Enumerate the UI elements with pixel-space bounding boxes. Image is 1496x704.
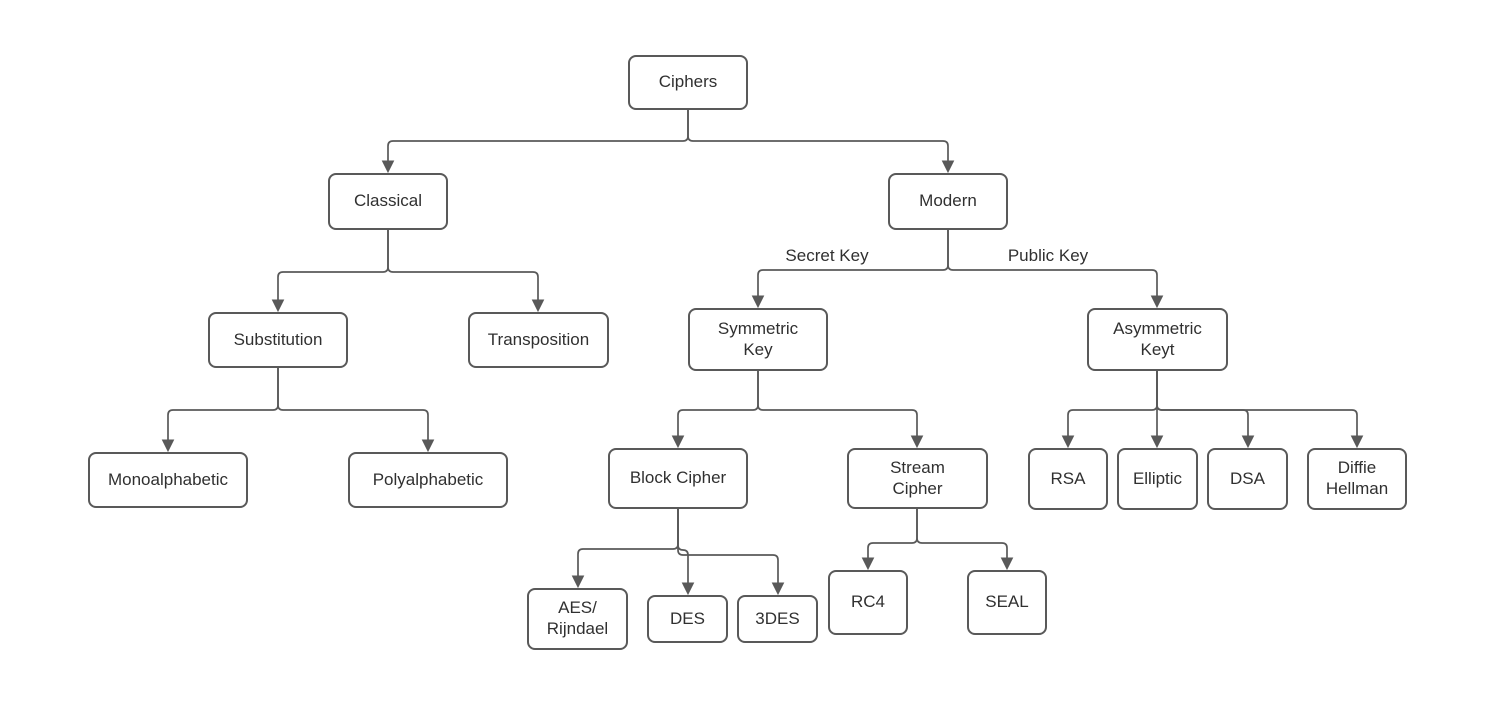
node-des: DES bbox=[647, 595, 728, 643]
edge-stream-seal bbox=[916, 509, 1014, 571]
edge-asymmetric-diffie bbox=[1156, 371, 1364, 449]
edge-modern-symmetric bbox=[751, 230, 949, 309]
arrowhead bbox=[571, 575, 585, 589]
edge-modern-asymmetric bbox=[947, 230, 1164, 309]
arrowhead bbox=[1000, 557, 1014, 571]
edge-ciphers-classical bbox=[381, 110, 689, 174]
arrowhead bbox=[271, 299, 285, 313]
node-block-cipher: Block Cipher bbox=[608, 448, 748, 509]
edge-block-aes bbox=[571, 509, 679, 589]
node-seal: SEAL bbox=[967, 570, 1047, 635]
arrowhead bbox=[531, 299, 545, 313]
arrowhead bbox=[1061, 435, 1075, 449]
node-polyalphabetic: Polyalphabetic bbox=[348, 452, 508, 508]
edge-label-secret-key: Secret Key bbox=[783, 246, 871, 266]
node-3des: 3DES bbox=[737, 595, 818, 643]
node-transposition: Transposition bbox=[468, 312, 609, 368]
node-modern: Modern bbox=[888, 173, 1008, 230]
arrowhead bbox=[751, 295, 765, 309]
node-rsa: RSA bbox=[1028, 448, 1108, 510]
edge-label-public-key: Public Key bbox=[1005, 246, 1091, 266]
edge-ciphers-modern bbox=[687, 110, 955, 174]
node-substitution: Substitution bbox=[208, 312, 348, 368]
arrowhead bbox=[941, 160, 955, 174]
node-diffie-hellman: Diffie Hellman bbox=[1307, 448, 1407, 510]
arrowhead bbox=[161, 439, 175, 453]
edge-substitution-polyalphabetic bbox=[277, 368, 435, 453]
node-aes-rijndael: AES/ Rijndael bbox=[527, 588, 628, 650]
edge-substitution-monoalphabetic bbox=[161, 368, 279, 453]
edge-stream-rc4 bbox=[861, 509, 918, 571]
node-asymmetric-keyt: Asymmetric Keyt bbox=[1087, 308, 1228, 371]
edge-block-3des bbox=[677, 509, 785, 596]
arrowhead bbox=[1350, 435, 1364, 449]
arrowhead bbox=[1241, 435, 1255, 449]
arrowhead bbox=[681, 582, 695, 596]
node-rc4: RC4 bbox=[828, 570, 908, 635]
node-ciphers: Ciphers bbox=[628, 55, 748, 110]
arrowhead bbox=[771, 582, 785, 596]
node-classical: Classical bbox=[328, 173, 448, 230]
edge-symmetric-block bbox=[671, 371, 759, 449]
arrowhead bbox=[671, 435, 685, 449]
node-dsa: DSA bbox=[1207, 448, 1288, 510]
arrowhead bbox=[1150, 295, 1164, 309]
arrowhead bbox=[861, 557, 875, 571]
arrowhead bbox=[1150, 435, 1164, 449]
node-symmetric-key: Symmetric Key bbox=[688, 308, 828, 371]
edge-classical-substitution bbox=[271, 230, 389, 313]
edge-block-des bbox=[677, 509, 695, 596]
edge-classical-transposition bbox=[387, 230, 545, 313]
arrowhead bbox=[381, 160, 395, 174]
node-elliptic: Elliptic bbox=[1117, 448, 1198, 510]
edge-asymmetric-dsa bbox=[1156, 371, 1255, 449]
node-stream-cipher: Stream Cipher bbox=[847, 448, 988, 509]
arrowhead bbox=[910, 435, 924, 449]
edge-symmetric-stream bbox=[757, 371, 924, 449]
arrowhead bbox=[421, 439, 435, 453]
edge-asymmetric-rsa bbox=[1061, 371, 1158, 449]
node-monoalphabetic: Monoalphabetic bbox=[88, 452, 248, 508]
